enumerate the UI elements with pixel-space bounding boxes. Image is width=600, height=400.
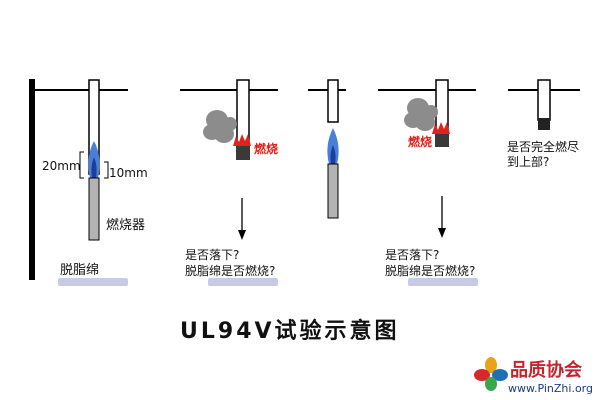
- brand-logo-icon: [474, 357, 508, 391]
- flame-1: [88, 141, 100, 178]
- arrowhead-2: [238, 230, 246, 240]
- dim-label-20mm: 20mm: [42, 159, 81, 173]
- charred-end-5: [538, 118, 550, 130]
- burner-1: [88, 177, 100, 241]
- smoke-2: [203, 110, 237, 143]
- cotton-label: 脱脂绵: [60, 263, 100, 278]
- burning-label-4: 燃烧: [408, 135, 433, 149]
- charred-end-4: [435, 134, 449, 147]
- question-5-line2: 到上部?: [507, 155, 550, 169]
- brand-name: 品质协会: [510, 360, 582, 381]
- dim-label-10mm: 10mm: [109, 166, 148, 180]
- brand-url: www.PinZhi.org: [508, 382, 593, 395]
- cotton-pad-4: [408, 278, 478, 286]
- flame-3: [327, 128, 339, 164]
- smoke-4: [404, 98, 438, 131]
- clamp-stand: [29, 79, 35, 280]
- question-4-line1: 是否落下?: [385, 248, 440, 262]
- fire-4: [432, 122, 450, 134]
- burner-label: 燃烧器: [106, 218, 146, 233]
- burner-3: [327, 163, 339, 219]
- charred-end-2: [236, 146, 250, 160]
- question-4-line2: 脱脂绵是否燃烧?: [385, 264, 476, 278]
- burning-label-2: 燃烧: [254, 142, 279, 156]
- question-5-line1: 是否完全燃尽: [507, 140, 580, 154]
- specimen-3: [327, 79, 339, 123]
- question-2-line2: 脱脂绵是否燃烧?: [185, 264, 276, 278]
- dim-bracket-10mm: [104, 161, 109, 179]
- dim-bracket-20mm: [79, 151, 84, 179]
- specimen-5: [537, 79, 551, 121]
- fire-2: [233, 134, 251, 146]
- question-2-line1: 是否落下?: [185, 248, 240, 262]
- diagram-title: UL94V试验示意图: [180, 319, 400, 344]
- cotton-pad-1: [58, 278, 128, 286]
- arrowhead-4: [438, 228, 446, 238]
- cotton-pad-2: [208, 278, 278, 286]
